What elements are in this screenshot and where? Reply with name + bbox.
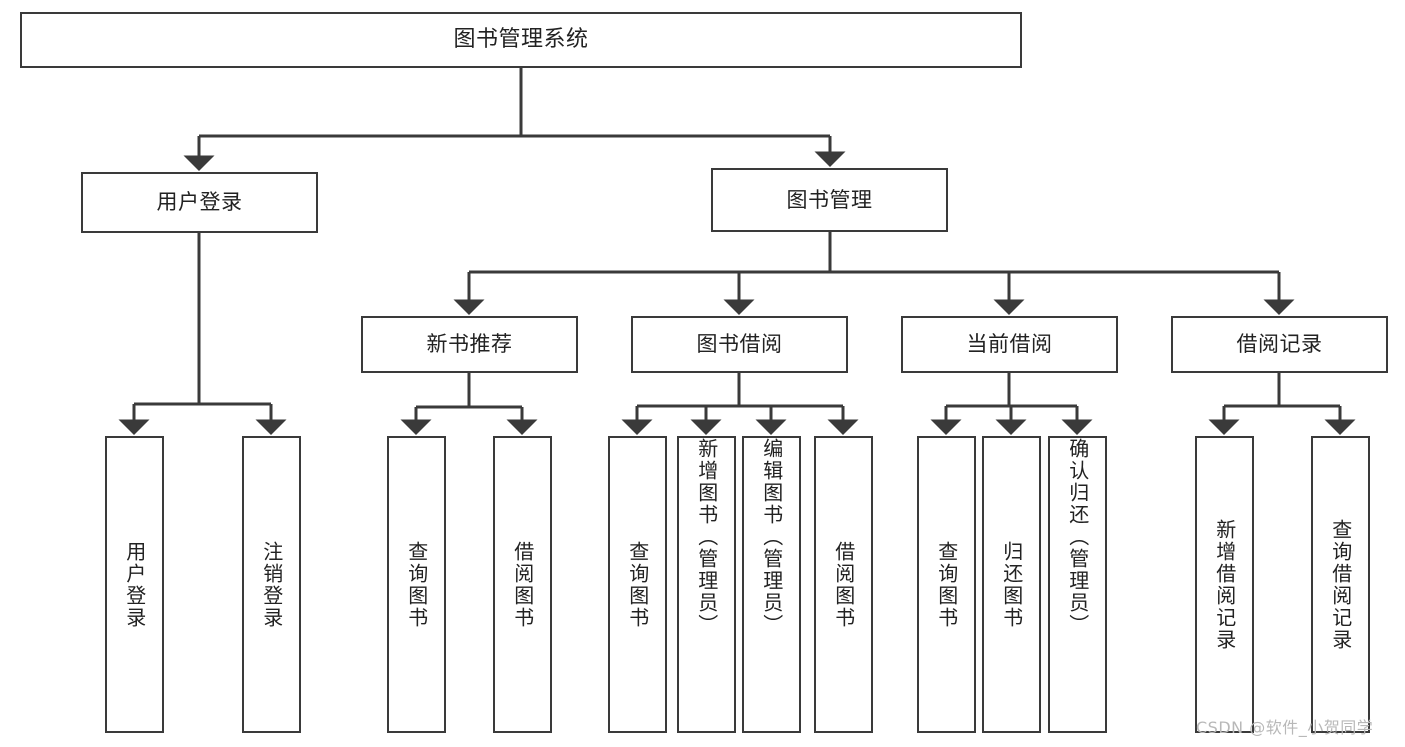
leaf-book-borrow-query[interactable]: 查询图书 xyxy=(608,436,667,733)
leaf-new-book-query[interactable]: 查询图书 xyxy=(387,436,446,733)
node-label: 查询借阅记录 xyxy=(1328,518,1353,651)
leaf-new-book-borrow[interactable]: 借阅图书 xyxy=(493,436,552,733)
node-label: 查询图书 xyxy=(934,540,959,629)
leaf-borrow-record-query[interactable]: 查询借阅记录 xyxy=(1311,436,1370,733)
node-borrow-record[interactable]: 借阅记录 xyxy=(1171,316,1388,373)
leaf-user-login-logout[interactable]: 注销登录 xyxy=(242,436,301,733)
node-label: 用户登录 xyxy=(122,540,147,629)
node-label: 图书管理系统 xyxy=(453,27,589,53)
leaf-current-borrow-query[interactable]: 查询图书 xyxy=(917,436,976,733)
node-label: 用户登录 xyxy=(156,190,243,215)
node-root-book-management-system[interactable]: 图书管理系统 xyxy=(20,12,1022,68)
node-label: 新增图书（管理员） xyxy=(694,438,719,636)
node-book-management[interactable]: 图书管理 xyxy=(711,168,948,232)
leaf-current-borrow-return[interactable]: 归还图书 xyxy=(982,436,1041,733)
node-new-book-recommend[interactable]: 新书推荐 xyxy=(361,316,578,373)
csdn-watermark: CSDN @软件_小贺同学 xyxy=(1196,718,1374,737)
leaf-user-login-login[interactable]: 用户登录 xyxy=(105,436,164,733)
node-label: 借阅记录 xyxy=(1236,332,1323,357)
node-label: 借阅图书 xyxy=(831,540,856,629)
node-label: 借阅图书 xyxy=(510,540,535,629)
leaf-book-borrow-add[interactable]: 新增图书（管理员） xyxy=(677,436,736,733)
node-label: 编辑图书（管理员） xyxy=(759,438,784,636)
node-label: 注销登录 xyxy=(259,540,284,629)
node-label: 新增借阅记录 xyxy=(1212,518,1237,651)
node-label: 查询图书 xyxy=(625,540,650,629)
node-label: 归还图书 xyxy=(999,540,1024,629)
node-label: 图书借阅 xyxy=(696,332,783,357)
node-user-login[interactable]: 用户登录 xyxy=(81,172,318,233)
leaf-current-borrow-confirm-return[interactable]: 确认归还（管理员） xyxy=(1048,436,1107,733)
node-label: 查询图书 xyxy=(404,540,429,629)
node-label: 确认归还（管理员） xyxy=(1065,438,1090,636)
leaf-borrow-record-add[interactable]: 新增借阅记录 xyxy=(1195,436,1254,733)
node-book-borrow[interactable]: 图书借阅 xyxy=(631,316,848,373)
node-label: 新书推荐 xyxy=(426,332,513,357)
leaf-book-borrow-borrow[interactable]: 借阅图书 xyxy=(814,436,873,733)
leaf-book-borrow-edit[interactable]: 编辑图书（管理员） xyxy=(742,436,801,733)
node-label: 图书管理 xyxy=(786,187,873,212)
node-current-borrow[interactable]: 当前借阅 xyxy=(901,316,1118,373)
node-label: 当前借阅 xyxy=(966,332,1053,357)
